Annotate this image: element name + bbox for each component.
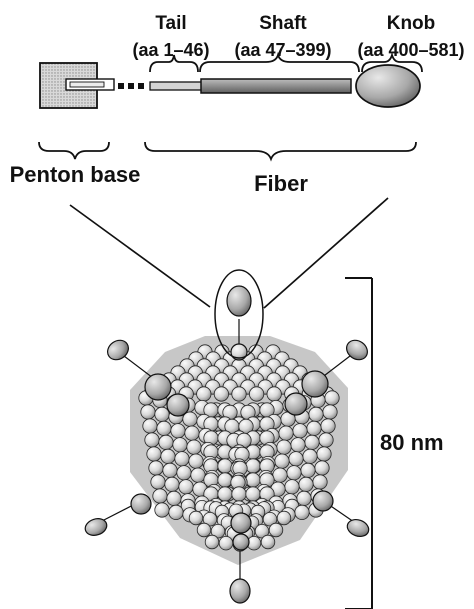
capsomer-sphere bbox=[141, 405, 155, 419]
left-leader-line bbox=[70, 205, 210, 307]
capsomer-sphere bbox=[297, 491, 311, 505]
capsomer-sphere bbox=[285, 480, 299, 494]
capsomer-sphere bbox=[197, 523, 211, 537]
capsomer-sphere bbox=[175, 452, 189, 466]
capsomer-sphere bbox=[157, 421, 171, 435]
tail-label: Tail bbox=[155, 13, 186, 34]
capsomer-sphere bbox=[232, 487, 246, 501]
capsomer-sphere bbox=[246, 459, 260, 473]
capsomer-sphere bbox=[293, 424, 307, 438]
capsomer-sphere bbox=[319, 433, 333, 447]
capsomer-sphere bbox=[309, 407, 323, 421]
capsomer-sphere bbox=[171, 424, 185, 438]
capsomer-sphere bbox=[307, 421, 321, 435]
capsomer-sphere bbox=[291, 438, 305, 452]
capsomer-sphere bbox=[279, 426, 293, 440]
capsomer-sphere bbox=[173, 438, 187, 452]
capsomer-sphere bbox=[305, 435, 319, 449]
capsomer-sphere bbox=[219, 536, 233, 550]
capsomer-sphere bbox=[218, 487, 232, 501]
shaft-range-label: (aa 47–399) bbox=[234, 40, 331, 60]
capsomer-sphere bbox=[273, 468, 287, 482]
fiber-brace bbox=[145, 142, 416, 159]
virus-particle bbox=[83, 270, 371, 603]
capsomer-sphere bbox=[214, 387, 228, 401]
capsomer-sphere bbox=[179, 480, 193, 494]
capsomer-sphere bbox=[289, 452, 303, 466]
capsomer-sphere bbox=[317, 447, 331, 461]
penton-base-brace bbox=[39, 142, 109, 159]
capsomer-sphere bbox=[301, 463, 315, 477]
capsomer-sphere bbox=[177, 466, 191, 480]
capsomer-sphere bbox=[205, 535, 219, 549]
capsomer-sphere bbox=[299, 477, 313, 491]
capsomer-sphere bbox=[246, 487, 260, 501]
capsomer-sphere bbox=[267, 387, 281, 401]
capsomer-sphere bbox=[246, 473, 260, 487]
fiber-label: Fiber bbox=[254, 171, 308, 196]
capsomer-sphere bbox=[161, 449, 175, 463]
capsomer-sphere bbox=[185, 426, 199, 440]
capsomer-sphere bbox=[313, 475, 327, 489]
capsomer-sphere bbox=[303, 449, 317, 463]
scale-bar bbox=[345, 278, 372, 609]
capsomer-sphere bbox=[167, 491, 181, 505]
penton-base-label: Penton base bbox=[10, 162, 141, 187]
capsomer-sphere bbox=[191, 468, 205, 482]
capsomer-sphere bbox=[163, 463, 177, 477]
capsomer-sphere bbox=[295, 505, 309, 519]
capsomer-sphere bbox=[321, 419, 335, 433]
capsomer-sphere bbox=[197, 387, 211, 401]
fiber-shape bbox=[150, 65, 420, 107]
capsomer-sphere bbox=[155, 503, 169, 517]
capsomer-sphere bbox=[269, 523, 283, 537]
shaft-label: Shaft bbox=[259, 13, 307, 34]
capsomer-sphere bbox=[189, 511, 203, 525]
tail-range-label: (aa 1–46) bbox=[132, 40, 209, 60]
penton-base-shape bbox=[40, 63, 114, 108]
capsomer-sphere bbox=[143, 419, 157, 433]
capsomer-sphere bbox=[323, 405, 337, 419]
scale-label: 80 nm bbox=[380, 430, 444, 455]
capsomer-sphere bbox=[169, 505, 183, 519]
knob-label: Knob bbox=[387, 13, 436, 34]
capsomer-sphere bbox=[277, 440, 291, 454]
capsomer-sphere bbox=[153, 489, 167, 503]
shaft-brace bbox=[200, 55, 359, 72]
capsomer-sphere bbox=[232, 387, 246, 401]
capsomer-sphere bbox=[159, 435, 173, 449]
capsomer-sphere bbox=[325, 391, 339, 405]
knob-range-label: (aa 400–581) bbox=[357, 40, 464, 60]
capsomer-sphere bbox=[151, 475, 165, 489]
capsomer-sphere bbox=[149, 461, 163, 475]
capsomer-sphere bbox=[277, 511, 291, 525]
capsomer-sphere bbox=[145, 433, 159, 447]
capsomer-sphere bbox=[165, 477, 179, 491]
capsomer-sphere bbox=[187, 440, 201, 454]
capsomer-sphere bbox=[287, 466, 301, 480]
capsomer-sphere bbox=[249, 387, 263, 401]
capsomer-sphere bbox=[189, 454, 203, 468]
right-leader-line bbox=[264, 198, 388, 308]
capsomer-sphere bbox=[218, 459, 232, 473]
capsomer-sphere bbox=[275, 454, 289, 468]
dotted-link bbox=[118, 83, 144, 89]
capsomer-sphere bbox=[147, 447, 161, 461]
capsomer-sphere bbox=[315, 461, 329, 475]
capsomer-sphere bbox=[218, 473, 232, 487]
capsomer-sphere bbox=[155, 407, 169, 421]
capsomer-sphere bbox=[261, 535, 275, 549]
